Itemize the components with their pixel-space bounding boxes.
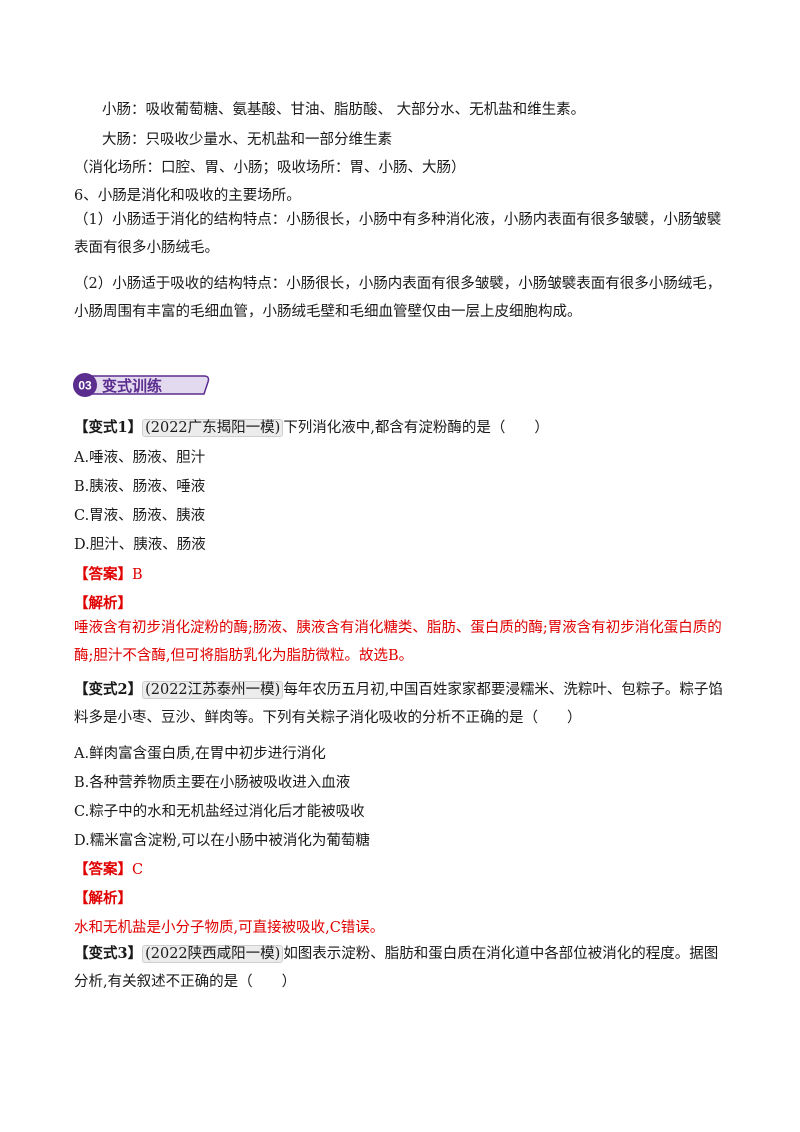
q3-tag: 【变式3】 <box>74 945 143 962</box>
q1-analysis-label: 【解析】 <box>74 595 132 612</box>
intro-large-intestine-line: 大肠：只吸收少量水、无机盐和一部分维生素 <box>102 132 392 148</box>
intro-paragraph-absorption: （2）小肠适于吸收的结构特点：小肠很长，小肠内表面有很多皱襞，小肠皱襞表面有很多… <box>74 276 722 320</box>
q1-answer: B <box>132 567 143 583</box>
q3-stem: 如图表示淀粉、脂肪和蛋白质在消化道中各部位被消化的程度。据图分析,有关叙述不正确… <box>74 946 719 990</box>
q2-source: (2022江苏泰州一模) <box>142 681 284 699</box>
q2-analysis: 水和无机盐是小分子物质,可直接被吸收,C错误。 <box>74 920 385 936</box>
q3-source: (2022陕西咸阳一模) <box>142 945 284 963</box>
q2-tag: 【变式2】 <box>74 681 143 698</box>
q2-option-b: B.各种营养物质主要在小肠被吸收进入血液 <box>74 775 351 791</box>
q2-analysis-label: 【解析】 <box>74 890 132 907</box>
q2-answer-line: 【答案】C <box>74 858 143 879</box>
q2-option-c: C.粽子中的水和无机盐经过消化后才能被吸收 <box>74 804 365 820</box>
q2-stem: 每年农历五月初,中国百姓家家都要浸糯米、洗粽叶、包粽子。粽子馅料多是小枣、豆沙、… <box>74 682 723 726</box>
banner-number: 03 <box>78 379 92 393</box>
q1-answer-line: 【答案】B <box>74 563 143 584</box>
q1-option-d: D.胆汁、胰液、肠液 <box>74 537 206 553</box>
q3-stem-block: 【变式3】(2022陕西咸阳一模)如图表示淀粉、脂肪和蛋白质在消化道中各部位被消… <box>74 940 724 996</box>
q2-option-a: A.鲜肉富含蛋白质,在胃中初步进行消化 <box>74 746 326 762</box>
q1-option-b: B.胰液、肠液、唾液 <box>74 479 206 495</box>
intro-paragraph-digestion: （1）小肠适于消化的结构特点：小肠很长，小肠中有多种消化液，小肠内表面有很多皱襞… <box>74 212 722 256</box>
banner-title: 变式训练 <box>102 377 162 395</box>
q1-stem: 下列消化液中,都含有淀粉酶的是（ ） <box>283 420 549 436</box>
banner-number-badge <box>73 373 97 397</box>
q1-option-a: A.唾液、肠液、胆汁 <box>74 450 206 466</box>
q1-stem-line: 【变式1】(2022广东揭阳一模)下列消化液中,都含有淀粉酶的是（ ） <box>74 416 549 437</box>
q2-stem-block: 【变式2】(2022江苏泰州一模)每年农历五月初,中国百姓家家都要浸糯米、洗粽叶… <box>74 676 724 732</box>
q2-option-d: D.糯米富含淀粉,可以在小肠中被消化为葡萄糖 <box>74 833 370 849</box>
q1-answer-label: 【答案】 <box>74 566 132 583</box>
intro-sites-line: （消化场所：口腔、胃、小肠；吸收场所：胃、小肠、大肠） <box>74 160 466 176</box>
q1-analysis: 唾液含有初步消化淀粉的酶;肠液、胰液含有消化糖类、脂肪、蛋白质的酶;胃液含有初步… <box>74 620 722 664</box>
q1-option-c: C.胃液、肠液、胰液 <box>74 508 206 524</box>
section-banner: 03 变式训练 <box>73 373 210 397</box>
q2-answer-label: 【答案】 <box>74 861 132 878</box>
q1-source: (2022广东揭阳一模) <box>142 419 284 437</box>
q2-answer: C <box>132 862 144 878</box>
intro-small-intestine-line: 小肠：吸收葡萄糖、氨基酸、甘油、脂肪酸、 大部分水、无机盐和维生素。 <box>102 102 586 118</box>
intro-point-6: 6、小肠是消化和吸收的主要场所。 <box>74 188 301 204</box>
q1-tag: 【变式1】 <box>74 419 143 436</box>
